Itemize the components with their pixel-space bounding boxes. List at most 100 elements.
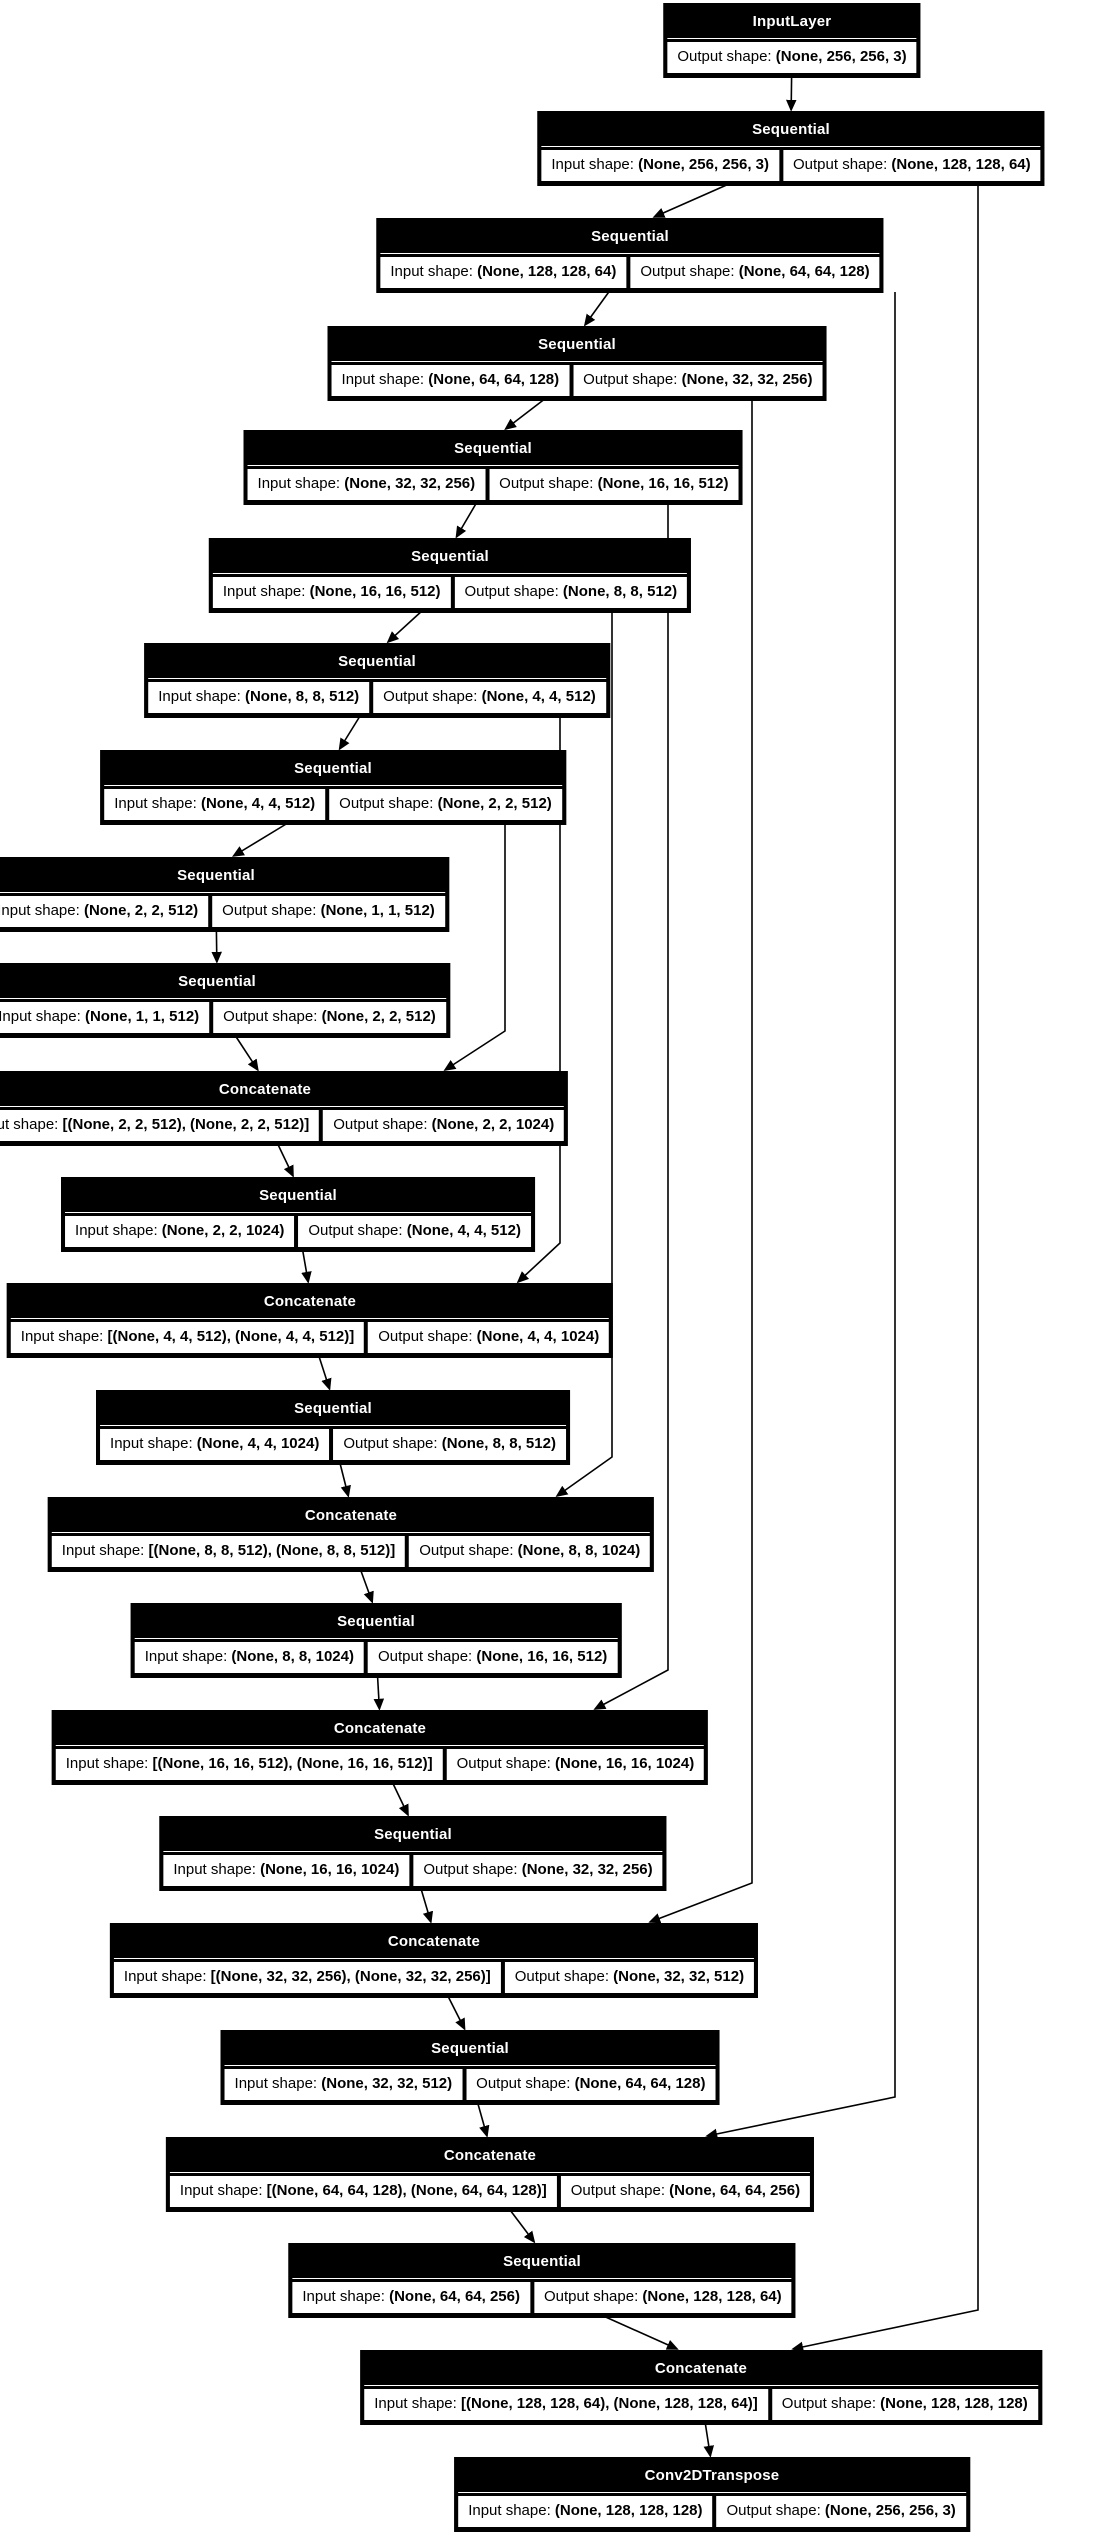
skip-connection-edge <box>648 400 753 1924</box>
input-shape-prefix: Input shape: <box>75 1222 162 1239</box>
input-shape-value: [(None, 32, 32, 256), (None, 32, 32, 256… <box>210 1968 491 1985</box>
input-shape-cell: Input shape: (None, 32, 32, 512) <box>224 2069 463 2100</box>
input-shape-cell: Input shape: (None, 64, 64, 256) <box>292 2282 530 2313</box>
layer-type-label: Concatenate <box>387 1933 481 1950</box>
input-shape-prefix: Input shape: <box>0 902 84 919</box>
input-shape-cell: Input shape: (None, 8, 8, 512) <box>148 682 370 713</box>
output-shape-value: (None, 16, 16, 512) <box>476 1648 608 1665</box>
input-shape-cell: Input shape: (None, 1, 1, 512) <box>0 1002 210 1033</box>
chain-edge <box>338 716 361 751</box>
input-shape-prefix: Input shape: <box>341 371 429 388</box>
chain-edge <box>232 823 287 857</box>
output-shape-prefix: Output shape: <box>583 371 682 388</box>
input-shape-cell: Input shape: [(None, 16, 16, 512), (None… <box>55 1749 443 1780</box>
layer-type-label: Sequential <box>338 653 416 670</box>
input-shape-value: (None, 32, 32, 256) <box>344 475 476 492</box>
input-shape-value: (None, 128, 128, 64) <box>477 263 617 280</box>
input-shape-cell: Input shape: (None, 128, 128, 128) <box>458 2496 713 2527</box>
output-shape-prefix: Output shape: <box>640 263 739 280</box>
output-shape-cell: Output shape: (None, 1, 1, 512) <box>212 896 445 927</box>
input-shape-prefix: Input shape: <box>468 2502 555 2519</box>
output-shape-prefix: Output shape: <box>333 1116 432 1133</box>
output-shape-prefix: Output shape: <box>423 1861 522 1878</box>
chain-edge <box>420 1889 434 1924</box>
output-shape-cell: Output shape: (None, 64, 64, 128) <box>466 2069 716 2100</box>
shape-row: Input shape: (None, 2, 2, 512)Output sha… <box>0 892 445 927</box>
chain-edge <box>605 2316 679 2350</box>
edge-group <box>211 76 979 2458</box>
output-shape-cell: Output shape: (None, 8, 8, 1024) <box>409 1536 651 1567</box>
output-shape-value: (None, 256, 256, 3) <box>824 2502 956 2519</box>
output-shape-cell: Output shape: (None, 2, 2, 1024) <box>323 1110 565 1141</box>
output-shape-cell: Output shape: (None, 64, 64, 256) <box>560 2176 811 2207</box>
chain-edge <box>504 399 544 431</box>
output-shape-prefix: Output shape: <box>343 1435 442 1452</box>
input-shape-prefix: Input shape: <box>0 1008 85 1025</box>
shape-row: Input shape: [(None, 32, 32, 256), (None… <box>113 1958 755 1993</box>
input-shape-value: [(None, 2, 2, 512), (None, 2, 2, 512)] <box>62 1116 310 1133</box>
shape-row: Input shape: [(None, 128, 128, 64), (Non… <box>364 2385 1038 2420</box>
layer-type-label: Sequential <box>411 548 489 565</box>
input-shape-cell: Input shape: (None, 256, 256, 3) <box>541 150 779 181</box>
output-shape-prefix: Output shape: <box>308 1222 407 1239</box>
output-shape-cell: Output shape: (None, 16, 16, 512) <box>489 469 739 500</box>
output-shape-value: (None, 4, 4, 1024) <box>476 1328 600 1345</box>
shape-row: Input shape: (None, 16, 16, 1024) Output … <box>163 1851 663 1886</box>
output-shape-cell: Output shape: (None, 4, 4, 512) <box>298 1216 531 1247</box>
shape-row: Input shape: (None, 16, 16, 512) Output s… <box>212 573 688 608</box>
layer-type-label: Concatenate <box>263 1293 357 1310</box>
output-shape-prefix: Output shape: <box>456 1755 556 1772</box>
output-shape-value: (None, 32, 32, 512) <box>613 1968 745 1985</box>
output-shape-value: (None, 64, 64, 128) <box>738 263 870 280</box>
input-shape-cell: Input shape: (None, 16, 16, 512) <box>212 577 451 608</box>
output-shape-value: (None, 128, 128, 64) <box>642 2288 782 2305</box>
output-shape-prefix: Output shape: <box>464 583 563 600</box>
layer-type-label: Concatenate <box>443 2147 537 2164</box>
layer-type-label: Sequential <box>538 336 616 353</box>
input-shape-value: [(None, 64, 64, 128), (None, 64, 64, 128… <box>266 2182 547 2199</box>
output-shape-prefix: Output shape: <box>514 1968 614 1985</box>
output-shape-value: (None, 32, 32, 256) <box>521 1861 653 1878</box>
input-shape-cell: Input shape: (None, 2, 2, 512) <box>0 896 209 927</box>
shape-row: Input shape: (None, 2, 2, 1024)Output sh… <box>65 1212 531 1247</box>
output-shape-prefix: Output shape: <box>726 2502 825 2519</box>
input-shape-cell: Input shape: (None, 32, 32, 256) <box>247 469 486 500</box>
output-shape-prefix: Output shape: <box>377 1648 477 1665</box>
layer-type-label: Sequential <box>294 760 372 777</box>
output-shape-cell: Output shape: (None, 128, 128, 64) <box>783 150 1041 181</box>
output-shape-prefix: Output shape: <box>378 1328 477 1345</box>
input-shape-prefix: Input shape: <box>61 1542 149 1559</box>
input-shape-cell: Input shape: (None, 2, 2, 1024) <box>65 1216 295 1247</box>
input-shape-value: (None, 128, 128, 128) <box>554 2502 703 2519</box>
input-shape-cell: Input shape: (None, 16, 16, 1024) <box>163 1855 410 1886</box>
shape-row: Input shape: (None, 32, 32, 512)Output s… <box>224 2065 716 2100</box>
output-shape-prefix: Output shape: <box>781 2395 881 2412</box>
output-shape-value: (None, 4, 4, 512) <box>481 688 596 705</box>
input-shape-prefix: Input shape: <box>390 263 478 280</box>
output-shape-prefix: Output shape: <box>419 1542 518 1559</box>
input-shape-cell: Input shape: (None, 8, 8, 1024) <box>134 1642 364 1673</box>
input-shape-value: [(None, 128, 128, 64), (None, 128, 128, … <box>460 2395 758 2412</box>
input-shape-prefix: Input shape: <box>65 1755 153 1772</box>
output-shape-prefix: Output shape: <box>570 2182 670 2199</box>
layer-type-label: Conv2DTranspose <box>644 2467 780 2484</box>
output-shape-cell: Output shape: (None, 128, 128, 128) <box>771 2389 1038 2420</box>
input-shape-value: (None, 16, 16, 1024) <box>260 1861 400 1878</box>
chain-edge <box>392 1783 409 1817</box>
skip-connection-edge <box>791 185 979 2353</box>
shape-row: Input shape: (None, 4, 4, 1024)Output sh… <box>100 1425 566 1460</box>
shape-row: Input shape: (None, 64, 64, 128)Output s… <box>331 361 823 396</box>
input-shape-cell: Input shape: [(None, 32, 32, 256), (None… <box>113 1962 501 1993</box>
input-shape-value: [(None, 4, 4, 512), (None, 4, 4, 512)] <box>107 1328 355 1345</box>
